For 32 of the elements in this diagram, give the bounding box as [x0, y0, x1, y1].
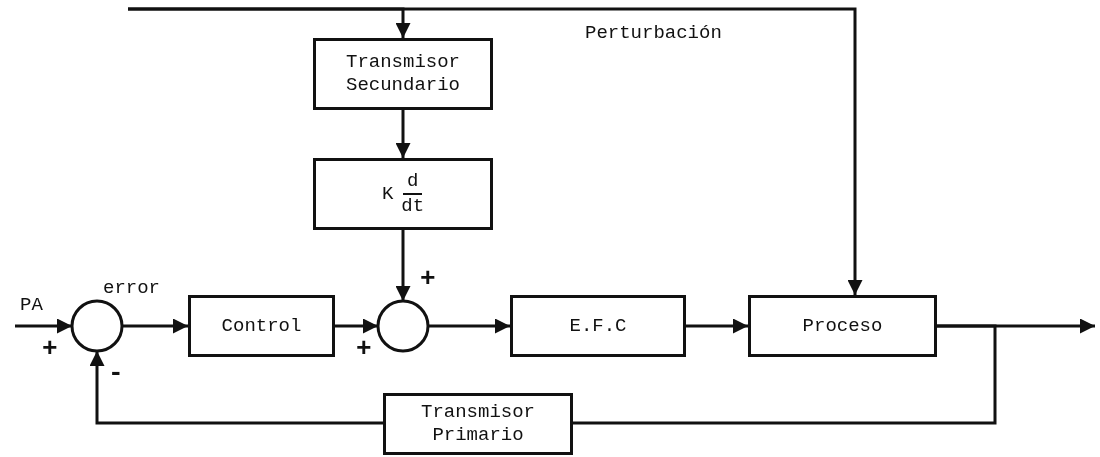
summing-junction: [70, 299, 124, 353]
block-label: Control: [221, 314, 302, 338]
block-label: Transmisor Primario: [420, 401, 536, 447]
signal-label: PA: [20, 296, 43, 315]
arrow: [335, 318, 378, 334]
arrow: [395, 110, 411, 158]
denominator-text: dt: [401, 195, 425, 218]
arrow: [122, 318, 188, 334]
block-box: [510, 295, 686, 357]
numerator-text: d: [403, 170, 423, 195]
arrow: [686, 318, 748, 334]
block-box: [313, 38, 493, 110]
signal-label: Perturbación: [585, 24, 722, 43]
arrow: [128, 7, 863, 295]
sign-label: -: [108, 360, 124, 386]
block-box: [188, 295, 335, 357]
arrow: [395, 230, 411, 301]
gain-text: K: [381, 182, 394, 206]
sign-label: +: [356, 336, 372, 362]
sign-label: +: [420, 266, 436, 292]
sign-label: +: [42, 336, 58, 362]
arrow: [15, 318, 72, 334]
block-box: [383, 393, 573, 455]
block-label: Proceso: [802, 314, 883, 338]
block-label: Transmisor Secundario: [345, 51, 461, 97]
signal-label: error: [103, 279, 160, 298]
block-box: [748, 295, 937, 357]
arrow: [428, 318, 510, 334]
block-box: [313, 158, 493, 230]
block-label: E.F.C: [569, 314, 627, 338]
arrow: [89, 351, 383, 425]
summing-junction: [376, 299, 430, 353]
